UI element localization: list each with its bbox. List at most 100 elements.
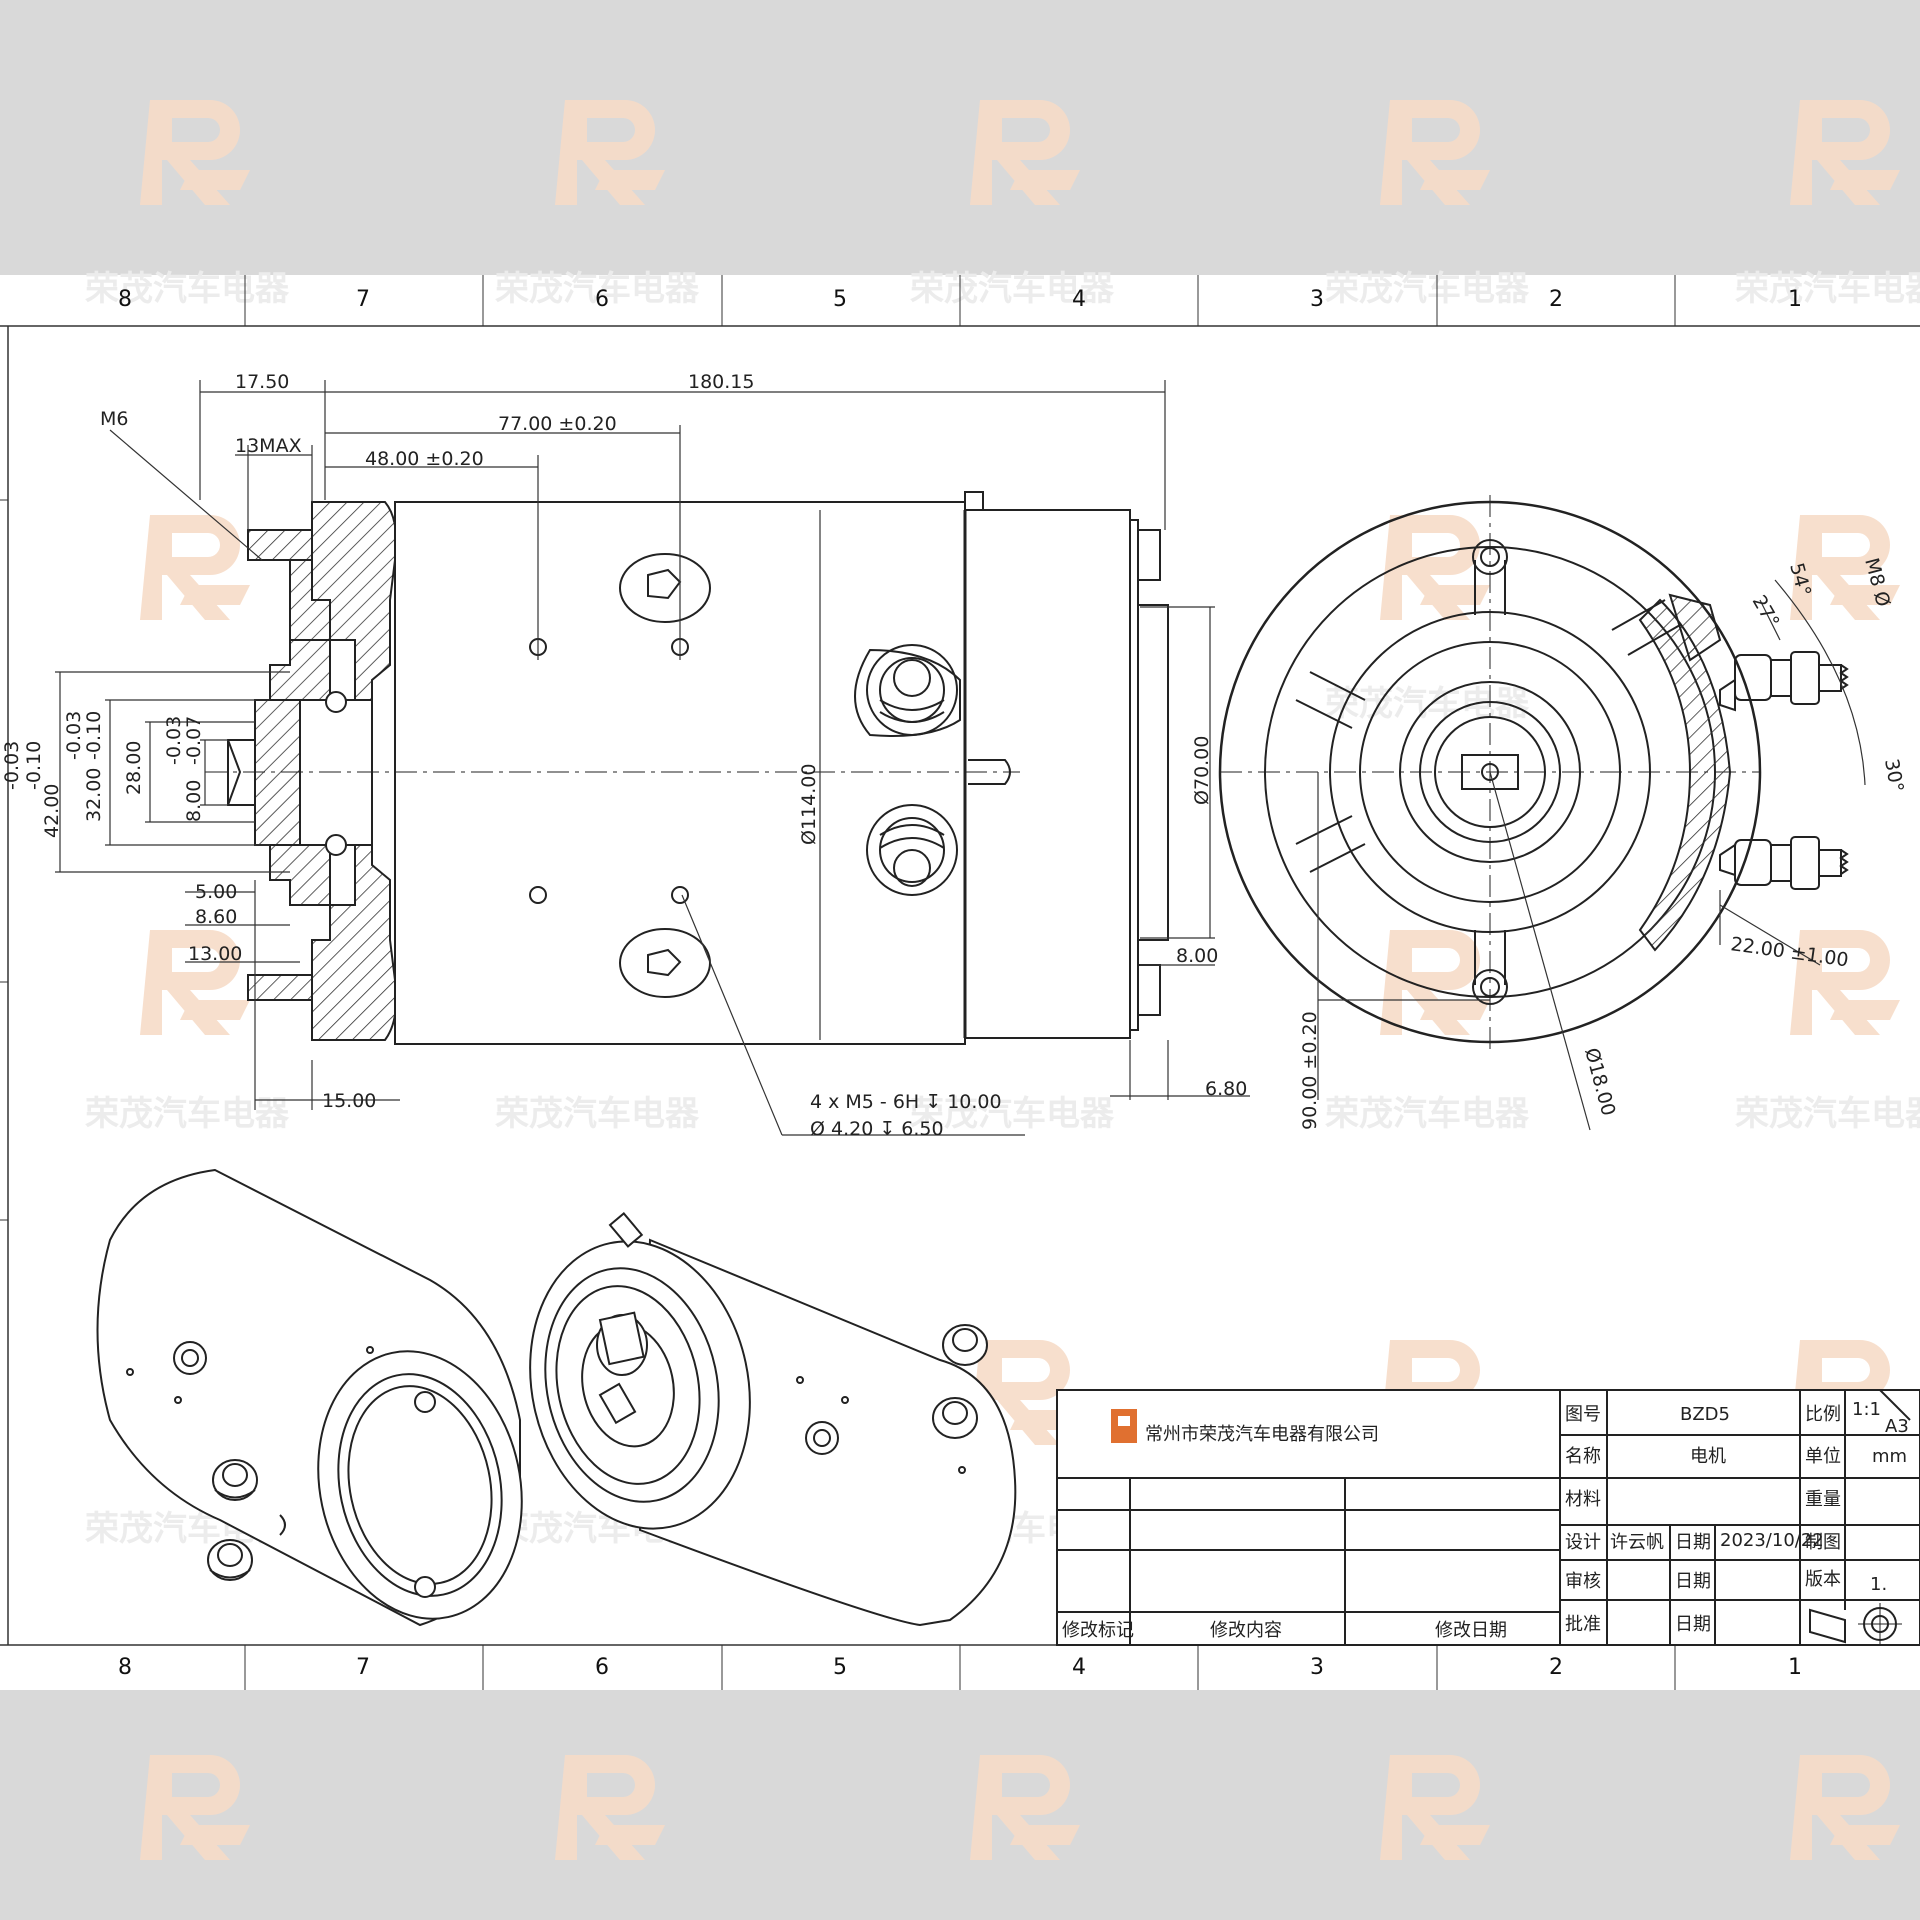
zone-labels-bottom: 8 7 6 5 4 3 2 1 (118, 1655, 1802, 1680)
dim-8b: 8.00 (1176, 945, 1218, 967)
dim-48: 48.00 ±0.20 (365, 448, 484, 470)
watermark-text: 荣茂汽车电器 (1735, 269, 1920, 309)
tb-label-material: 材料 (1565, 1489, 1601, 1510)
zone-label: 7 (356, 287, 370, 312)
dim-tol-c: -0.03 (63, 711, 85, 760)
tb-label-name: 名称 (1565, 1446, 1601, 1467)
dim-tol-e: -0.03 (163, 716, 185, 765)
tb-sheet: A3 (1885, 1416, 1909, 1437)
watermark-text: 荣茂汽车电器 (1325, 269, 1530, 309)
zone-label: 2 (1549, 1655, 1563, 1680)
dim-8: 8.00 (183, 780, 205, 822)
tb-label-design: 设计 (1565, 1532, 1601, 1553)
zone-label: 4 (1072, 287, 1086, 312)
zone-label: 1 (1788, 287, 1802, 312)
terminal-lower (866, 804, 958, 896)
hole-callout-2: Ø 4.20 ↧ 6.50 (810, 1118, 944, 1140)
isometric-view-left (96, 1168, 523, 1627)
tb-company: 常州市荣茂汽车电器有限公司 (1145, 1424, 1379, 1445)
tb-label-weight: 重量 (1805, 1489, 1841, 1510)
watermark-text: 荣茂汽车电器 (85, 269, 290, 309)
tb-label-version: 版本 (1805, 1569, 1841, 1590)
iso-terminal-1 (212, 1459, 258, 1501)
side-view-dimensions (55, 380, 1250, 1136)
side-view (205, 491, 1169, 1045)
zone-label: 7 (356, 1655, 370, 1680)
zone-label: 6 (595, 1655, 609, 1680)
tb-version: 1. (1870, 1574, 1887, 1595)
dim-32: 32.00 (83, 768, 105, 822)
dim-dia114: Ø114.00 (798, 764, 820, 845)
tb-label-content: 修改内容 (1210, 1620, 1282, 1641)
tb-label-date-2: 日期 (1675, 1571, 1711, 1592)
tb-code: BZD5 (1680, 1404, 1730, 1425)
dim-28: 28.00 (123, 741, 145, 795)
tb-designer: 许云帆 (1610, 1532, 1664, 1553)
dim-m6: M6 (100, 408, 128, 430)
zone-label: 3 (1310, 1655, 1324, 1680)
zone-label: 2 (1549, 287, 1563, 312)
tb-label-mod-date: 修改日期 (1435, 1620, 1507, 1641)
top-band (0, 0, 1920, 275)
watermark-text: 荣茂汽车电器 (1325, 1094, 1530, 1134)
zone-label: 8 (118, 1655, 132, 1680)
dim-tol-f: -0.07 (183, 716, 205, 765)
dim-8-60: 8.60 (195, 906, 237, 928)
end-view-dimensions (1317, 579, 1866, 1131)
watermark-text: 荣茂汽车电器 (85, 1094, 290, 1134)
watermark-text: 荣茂汽车电器 (910, 269, 1115, 309)
iso-terminal-4 (932, 1397, 978, 1439)
dim-17-50: 17.50 (235, 371, 289, 393)
zone-label: 4 (1072, 1655, 1086, 1680)
watermark-text: 荣茂汽车电器 (495, 1094, 700, 1134)
watermark-text: 荣茂汽车电器 (1735, 1094, 1920, 1134)
dim-42: 42.00 (41, 784, 63, 838)
iso-terminal-2 (207, 1539, 253, 1581)
title-block-text: 常州市荣茂汽车电器有限公司 图号 BZD5 名称 电机 材料 比例 1:1 A3… (1062, 1399, 1909, 1641)
side-view-dim-text: 17.50 180.15 M6 13MAX 77.00 ±0.20 48.00 … (1, 371, 1247, 1140)
end-terminal-upper (1734, 651, 1849, 705)
zone-label: 5 (833, 1655, 847, 1680)
iso-terminal-3 (942, 1324, 988, 1366)
zone-label: 5 (833, 287, 847, 312)
zone-labels-top: 8 7 6 5 4 3 2 1 (118, 287, 1802, 312)
tb-label-code: 图号 (1565, 1404, 1601, 1425)
dim-15: 15.00 (322, 1090, 376, 1112)
dim-13max: 13MAX (235, 435, 302, 457)
bottom-band (0, 1690, 1920, 1920)
zone-label: 6 (595, 287, 609, 312)
dim-90: 90.00 ±0.20 (1299, 1011, 1321, 1130)
tb-label-drawing: 制图 (1805, 1532, 1841, 1553)
tb-label-modify: 修改标记 (1062, 1620, 1134, 1641)
dim-180-15: 180.15 (688, 371, 754, 393)
tb-label-approve: 批准 (1565, 1614, 1601, 1635)
tb-label-date-3: 日期 (1675, 1614, 1711, 1635)
watermark-text: 荣茂汽车电器 (495, 269, 700, 309)
end-view (1218, 495, 1849, 1050)
zone-label: 8 (118, 287, 132, 312)
tb-label-unit: 单位 (1805, 1446, 1841, 1467)
zone-label: 1 (1788, 1655, 1802, 1680)
tb-label-scale: 比例 (1805, 1404, 1841, 1425)
dim-tol-d: -0.10 (83, 711, 105, 760)
dim-5: 5.00 (195, 881, 237, 903)
tb-unit: mm (1872, 1446, 1907, 1467)
dim-tol-b: -0.10 (23, 741, 45, 790)
hole-callout-1: 4 x M5 - 6H ↧ 10.00 (810, 1091, 1002, 1113)
tb-date: 2023/10/22 (1720, 1530, 1824, 1551)
dim-dia70: Ø70.00 (1191, 736, 1213, 805)
terminal-upper (854, 644, 961, 737)
isometric-view-right (529, 1212, 1017, 1627)
tb-scale: 1:1 (1852, 1399, 1881, 1420)
dim-tol-a: -0.03 (1, 741, 23, 790)
watermark-text: 荣茂汽车电器 (910, 1094, 1115, 1134)
tb-label-review: 审核 (1565, 1571, 1601, 1592)
zone-label: 3 (1310, 287, 1324, 312)
dim-13: 13.00 (188, 943, 242, 965)
dim-6-80: 6.80 (1205, 1078, 1247, 1100)
title-block (1056, 1389, 1920, 1646)
tb-label-date: 日期 (1675, 1532, 1711, 1553)
tb-name: 电机 (1690, 1446, 1726, 1467)
dim-77: 77.00 ±0.20 (498, 413, 617, 435)
